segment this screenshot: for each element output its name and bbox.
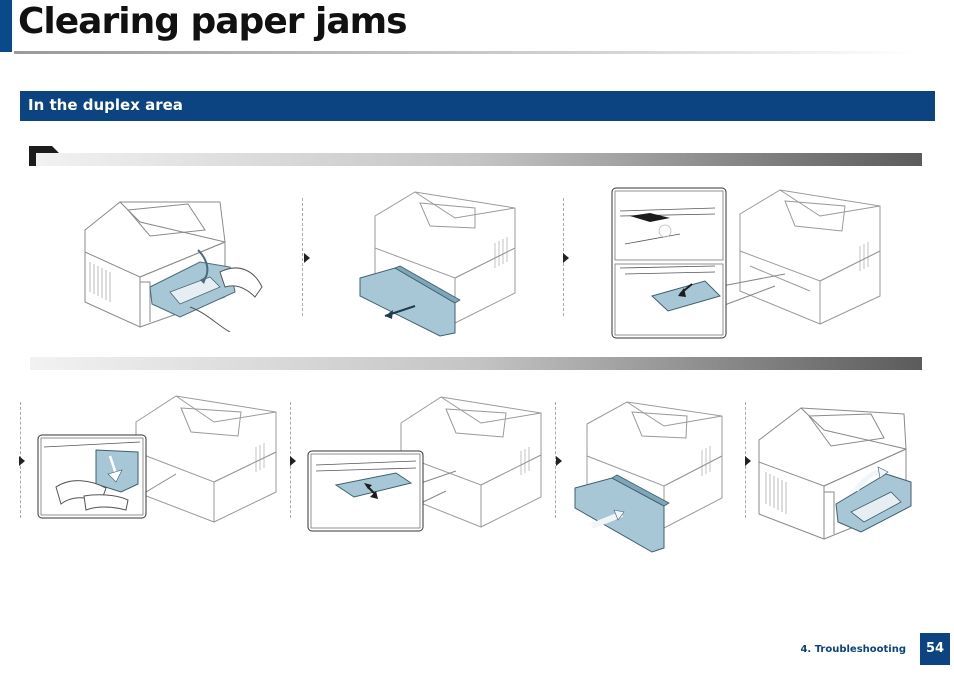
triangle-right-icon — [304, 253, 310, 263]
illustration-duplex-zoom — [611, 187, 881, 339]
illustration-remove-tray — [359, 191, 516, 337]
illustration-insert-tray — [574, 401, 723, 553]
footer-section-label: 4. Troubleshooting — [800, 644, 906, 655]
triangle-right-icon — [290, 456, 296, 466]
illustration-pull-paper-duplex — [37, 395, 277, 523]
step-divider-bar — [30, 357, 922, 370]
triangle-right-icon — [556, 456, 562, 466]
page-number: 54 — [920, 633, 950, 665]
triangle-right-icon — [19, 456, 25, 466]
triangle-right-icon — [745, 456, 751, 466]
page-title: Clearing paper jams — [18, 1, 408, 42]
illustration-open-rear-cover — [84, 201, 263, 332]
title-rule — [14, 51, 914, 54]
section-header: In the duplex area — [20, 91, 935, 121]
triangle-right-icon — [563, 253, 569, 263]
left-accent-bar — [0, 0, 12, 52]
illustration-duplex-guide — [307, 396, 542, 532]
step-separator — [555, 402, 556, 518]
section-title: In the duplex area — [28, 96, 183, 114]
step-divider-bar — [36, 153, 922, 166]
step-separator — [302, 198, 303, 316]
illustration-close-rear-cover — [758, 407, 912, 540]
